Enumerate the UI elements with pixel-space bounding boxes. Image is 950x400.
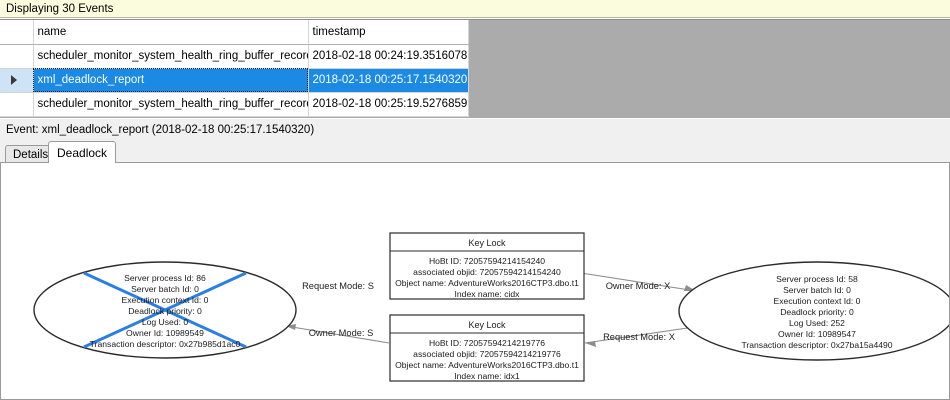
process-right-line-0: Server process Id: 58 <box>776 274 858 284</box>
row-selector-arrow-icon <box>11 75 17 85</box>
events-count-label: Displaying 30 Events <box>6 2 114 15</box>
column-header-timestamp[interactable]: timestamp <box>308 20 469 45</box>
cell-name[interactable]: scheduler_monitor_system_health_ring_buf… <box>33 44 309 69</box>
row-selector-cell[interactable] <box>0 92 34 117</box>
process-right-line-4: Log Used: 252 <box>789 318 845 328</box>
event-detail-title: Event: xml_deadlock_report (2018-02-18 0… <box>6 124 315 136</box>
resource-node-key-lock-bottom[interactable]: Key Lock HoBt ID: 72057594214219776 asso… <box>389 314 585 382</box>
process-right-line-6: Transaction descriptor: 0x27ba15a4490 <box>741 340 892 350</box>
events-caption-bar: Displaying 30 Events <box>0 0 950 18</box>
process-left-line-2: Execution context Id: 0 <box>122 295 209 305</box>
edge-label-left-request: Request Mode: S <box>302 281 374 291</box>
cell-name[interactable]: xml_deadlock_report <box>33 68 309 93</box>
key-lock-top-line-3: Index name: cidx <box>455 289 521 299</box>
events-table: name timestamp scheduler_monitor_system_… <box>0 20 469 117</box>
process-right-line-3: Deadlock priority: 0 <box>780 307 854 317</box>
process-left-line-0: Server process Id: 86 <box>124 273 206 283</box>
deadlock-graph-svg: Server process Id: 86 Server batch Id: 0… <box>33 232 950 382</box>
cell-name[interactable]: scheduler_monitor_system_health_ring_buf… <box>33 92 309 117</box>
key-lock-top-title: Key Lock <box>468 238 506 248</box>
event-detail-header: Event: xml_deadlock_report (2018-02-18 0… <box>0 119 950 141</box>
resource-node-key-lock-top[interactable]: Key Lock HoBt ID: 72057594214154240 asso… <box>389 232 585 300</box>
key-lock-top-line-2: Object name: AdventureWorks2016CTP3.dbo.… <box>395 278 579 288</box>
svg-text:Owner Mode: S: Owner Mode: S <box>309 328 374 338</box>
detail-tabstrip: Details Deadlock <box>0 141 950 163</box>
edge-right-request-bottom <box>584 325 702 347</box>
key-lock-bottom-title: Key Lock <box>468 320 506 330</box>
table-row[interactable]: scheduler_monitor_system_health_ring_buf… <box>0 92 469 117</box>
tab-deadlock[interactable]: Deadlock <box>48 141 117 163</box>
process-node-right[interactable]: Server process Id: 58 Server batch Id: 0… <box>678 261 950 361</box>
cell-timestamp[interactable]: 2018-02-18 00:25:17.1540320 <box>308 68 469 93</box>
row-selector-cell[interactable] <box>0 68 34 93</box>
process-left-line-6: Transaction descriptor: 0x27b985d1ac0 <box>90 339 241 349</box>
process-left-line-1: Server batch Id: 0 <box>131 284 199 294</box>
key-lock-bottom-line-1: associated objid: 72057594214219776 <box>413 349 561 359</box>
process-node-left[interactable]: Server process Id: 86 Server batch Id: 0… <box>33 261 297 359</box>
key-lock-bottom-line-3: Index name: idx1 <box>454 371 520 381</box>
column-header-name[interactable]: name <box>33 20 309 45</box>
process-right-line-1: Server batch Id: 0 <box>783 285 851 295</box>
cell-timestamp[interactable]: 2018-02-18 00:24:19.3516078 <box>308 44 469 69</box>
events-table-body: scheduler_monitor_system_health_ring_buf… <box>0 44 469 117</box>
row-selector-cell[interactable] <box>0 44 34 69</box>
svg-text:Request Mode: S: Request Mode: S <box>302 281 374 291</box>
process-left-line-5: Owner Id: 10989549 <box>126 328 204 338</box>
edge-label-left-owner: Owner Mode: S <box>309 328 374 338</box>
process-right-line-5: Owner Id: 10989547 <box>778 329 856 339</box>
edge-label-right-owner: Owner Mode: X <box>606 281 671 291</box>
svg-text:Owner Mode: X: Owner Mode: X <box>606 281 671 291</box>
key-lock-top-line-1: associated objid: 72057594214154240 <box>413 267 561 277</box>
process-left-line-4: Log Used: 0 <box>142 317 189 327</box>
key-lock-bottom-line-2: Object name: AdventureWorks2016CTP3.dbo.… <box>395 360 579 370</box>
svg-text:Request Mode: X: Request Mode: X <box>603 332 675 342</box>
key-lock-bottom-line-0: HoBt ID: 72057594214219776 <box>429 338 545 348</box>
process-right-line-2: Execution context Id: 0 <box>774 296 861 306</box>
table-header-row: name timestamp <box>0 20 469 45</box>
table-row[interactable]: scheduler_monitor_system_health_ring_buf… <box>0 44 469 69</box>
row-selector-header <box>0 20 34 45</box>
deadlock-graph-canvas[interactable]: Server process Id: 86 Server batch Id: 0… <box>0 163 950 400</box>
cell-timestamp[interactable]: 2018-02-18 00:25:19.5276859 <box>308 92 469 117</box>
events-grid[interactable]: name timestamp scheduler_monitor_system_… <box>0 19 950 118</box>
edge-label-right-request: Request Mode: X <box>603 332 675 342</box>
table-row[interactable]: xml_deadlock_report 2018-02-18 00:25:17.… <box>0 68 469 93</box>
process-left-line-3: Deadlock priority: 0 <box>128 306 202 316</box>
key-lock-top-line-0: HoBt ID: 72057594214154240 <box>429 256 545 266</box>
